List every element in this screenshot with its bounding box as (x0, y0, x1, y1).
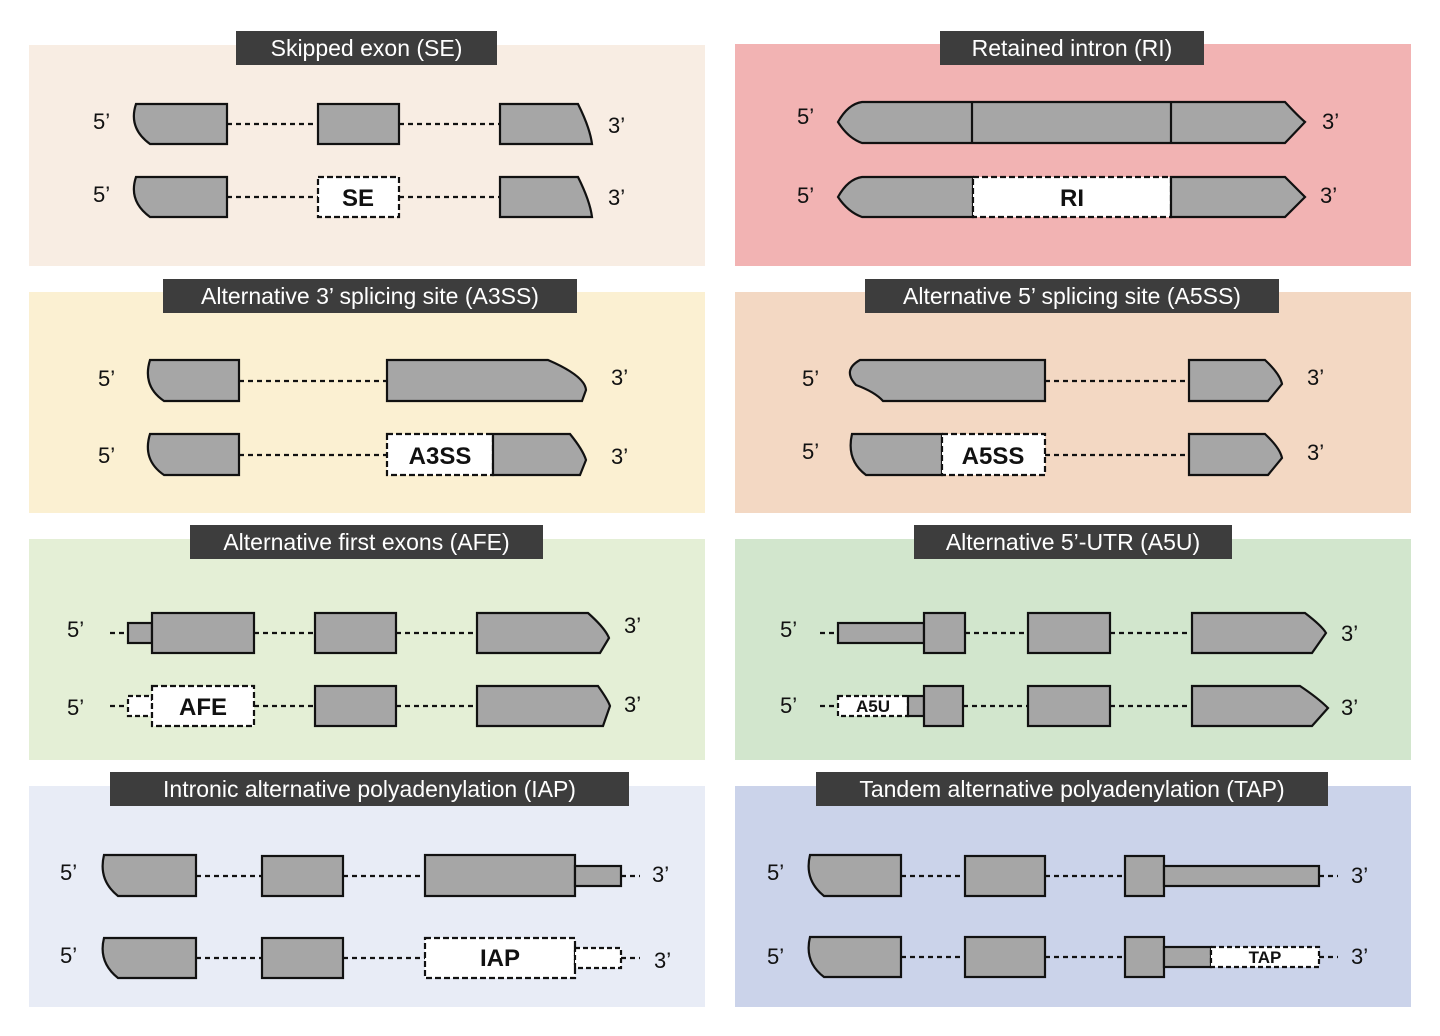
five-prime-label: 5’ (767, 944, 784, 969)
skipped-exon-box (316, 175, 401, 219)
three-prime-label: 3’ (1307, 365, 1324, 390)
a5ss-tag: A5SS (962, 443, 1025, 470)
five-prime-label: 5’ (802, 366, 819, 391)
panel-skipped-exon (29, 45, 705, 266)
three-prime-label: 3’ (608, 113, 625, 138)
middle-exon (316, 102, 401, 146)
five-prime-label: 5’ (98, 366, 115, 391)
ri-row-1 (836, 100, 1307, 145)
three-prime-label: 3’ (652, 862, 669, 887)
panel-retained-intron (735, 44, 1411, 266)
five-prime-label: 5’ (93, 182, 110, 207)
se-tag: SE (342, 185, 374, 212)
first-exon (132, 102, 229, 146)
panel-a5ss (735, 292, 1411, 513)
title-a5u: Alternative 5’-UTR (A5U) (914, 525, 1232, 559)
five-prime-label: 5’ (802, 439, 819, 464)
last-exon (498, 102, 594, 146)
iap-row-2 (101, 936, 640, 980)
three-prime-label: 3’ (1322, 109, 1339, 134)
a3ss-row-1 (146, 358, 588, 403)
three-prime-label: 3’ (611, 444, 628, 469)
a5u-tag: A5U (856, 697, 890, 716)
tap-tag: TAP (1249, 948, 1282, 967)
title-a3ss: Alternative 3’ splicing site (A3SS) (163, 279, 577, 313)
three-prime-label: 3’ (608, 185, 625, 210)
three-prime-label: 3’ (624, 613, 641, 638)
afe-box (150, 684, 256, 728)
tap-row-2 (807, 935, 1338, 979)
afe-tag: AFE (179, 694, 227, 721)
se-row-1 (132, 102, 594, 146)
title-tap: Tandem alternative polyadenylation (TAP) (816, 772, 1328, 806)
retained-intron-box (971, 175, 1173, 219)
title-retained-intron: Retained intron (RI) (940, 31, 1204, 65)
five-prime-label: 5’ (98, 443, 115, 468)
three-prime-label: 3’ (624, 692, 641, 717)
afe-row-1 (110, 611, 611, 655)
three-prime-label: 3’ (1341, 695, 1358, 720)
three-prime-label: 3’ (1320, 183, 1337, 208)
iap-tag: IAP (480, 945, 520, 972)
tap-row-1 (807, 853, 1338, 898)
a5u-row-2 (820, 684, 1330, 728)
five-prime-label: 5’ (780, 693, 797, 718)
five-prime-label: 5’ (60, 943, 77, 968)
three-prime-label: 3’ (611, 365, 628, 390)
three-prime-label: 3’ (1351, 863, 1368, 888)
first-exon (132, 175, 229, 219)
a5ss-row-1 (848, 358, 1284, 403)
three-prime-label: 3’ (1351, 944, 1368, 969)
panel-a3ss (29, 292, 705, 513)
title-a5ss: Alternative 5’ splicing site (A5SS) (865, 279, 1279, 313)
iap-box (423, 936, 577, 980)
title-skipped-exon: Skipped exon (SE) (236, 31, 497, 65)
five-prime-label: 5’ (93, 109, 110, 134)
ri-row-2 (836, 175, 1307, 219)
three-prime-label: 3’ (1341, 621, 1358, 646)
title-iap: Intronic alternative polyadenylation (IA… (110, 772, 629, 806)
three-prime-label: 3’ (654, 948, 671, 973)
se-row-2 (132, 175, 594, 219)
five-prime-label: 5’ (67, 695, 84, 720)
ri-tag: RI (1060, 185, 1084, 212)
title-afe: Alternative first exons (AFE) (190, 525, 543, 559)
iap-row-1 (101, 853, 640, 898)
last-exon (498, 175, 594, 219)
a3ss-row-2 (146, 432, 588, 477)
tap-box (1209, 945, 1321, 969)
five-prime-label: 5’ (797, 183, 814, 208)
five-prime-label: 5’ (797, 104, 814, 129)
five-prime-label: 5’ (67, 617, 84, 642)
afe-row-2 (110, 684, 612, 728)
five-prime-label: 5’ (60, 860, 77, 885)
five-prime-label: 5’ (780, 617, 797, 642)
a5ss-box (940, 432, 1047, 477)
five-prime-label: 5’ (767, 860, 784, 885)
three-prime-label: 3’ (1307, 440, 1324, 465)
a3ss-tag: A3SS (409, 443, 472, 470)
a5u-row-1 (820, 611, 1328, 655)
a5ss-row-2 (849, 432, 1284, 477)
